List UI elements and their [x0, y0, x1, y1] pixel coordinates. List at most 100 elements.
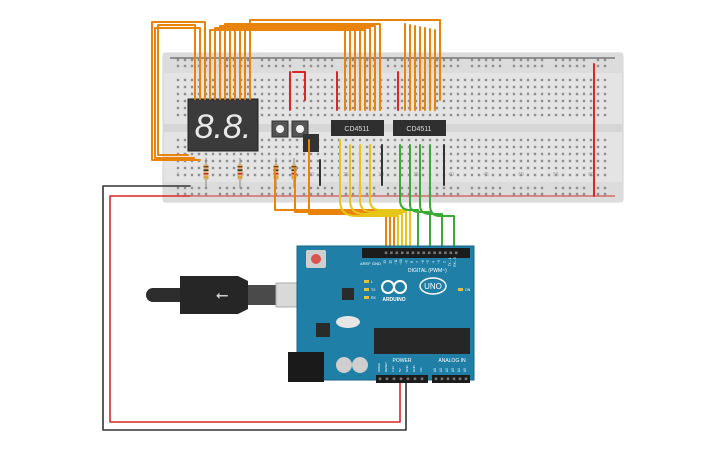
resistor — [203, 158, 209, 188]
green-wire-2 — [409, 144, 431, 251]
column-label: 40 — [448, 172, 454, 178]
analog-label: ANALOG IN — [438, 358, 466, 364]
power-label: POWER — [393, 358, 412, 364]
orange-top-wire — [244, 23, 381, 111]
digital-header — [362, 248, 470, 258]
usb-cable: ⭠ — [146, 276, 309, 314]
power-pin-label: GND — [405, 365, 409, 373]
led-label: RX — [371, 296, 377, 300]
column-label: 35 — [413, 172, 419, 178]
usb-chip — [342, 288, 354, 300]
orange-top-wire — [234, 27, 371, 111]
orange-wire-bridge — [249, 19, 441, 101]
power-jack — [288, 352, 324, 382]
digital-pin-label: ~5 — [426, 260, 430, 264]
yellow-wire-3 — [359, 144, 407, 251]
aref-label: AREF — [360, 261, 371, 266]
column-label: 60 — [588, 172, 594, 178]
column-label: 1 — [177, 172, 180, 178]
green-wire-3 — [419, 144, 443, 251]
status-leds: L TX RX ON — [364, 280, 471, 300]
orange-wire-loop-1 — [157, 24, 196, 156]
resistor — [237, 158, 243, 188]
atmega-chip — [374, 328, 470, 354]
orange-top-wire — [239, 25, 376, 111]
column-label: 50 — [518, 172, 524, 178]
power-pin-label: Vin — [419, 367, 423, 372]
digital-pin-label: 13 — [383, 260, 387, 264]
analog-pin-label: A5 — [463, 368, 467, 372]
led-label: ON — [465, 288, 471, 292]
digital-pin-label: ~11 — [394, 259, 398, 264]
orange-wire-loop-3 — [151, 21, 206, 161]
orange-wire-to-arduino-1 — [274, 167, 387, 251]
small-component — [303, 134, 319, 152]
analog-pin-label: A0 — [433, 368, 437, 372]
capacitor-1 — [336, 357, 352, 373]
green-wire-4 — [429, 144, 455, 251]
digital-label: DIGITAL (PWM~) — [408, 268, 447, 274]
seven-segment-display: 8.8. — [187, 98, 259, 152]
orange-top-wires — [209, 23, 436, 111]
power-pin-label: 3.3V — [391, 366, 395, 372]
yellow-wire-1 — [339, 139, 399, 251]
digital-pin-label: 4 — [432, 261, 436, 263]
chip-label-1: CD4511 — [344, 126, 369, 133]
brand-label: ARDUINO — [382, 297, 405, 303]
digital-pin-label: 2 — [442, 261, 446, 263]
gnd-label: GND — [372, 261, 381, 266]
digital-pin-label: ~9 — [405, 260, 409, 264]
yellow-wire-4 — [369, 144, 411, 251]
power-pin-label: GND — [412, 365, 416, 373]
crystal — [336, 316, 360, 328]
power-pin-label: IOREF — [377, 363, 381, 372]
digital-pin-label: RX←0 — [453, 257, 457, 267]
digital-pin-label: 8 — [410, 261, 414, 263]
chip-cd4511-2: CD4511 — [393, 120, 446, 136]
orange-wire-to-arduino-2 — [294, 167, 391, 251]
column-label: 45 — [483, 172, 489, 178]
bottom-power-rail — [163, 182, 623, 202]
orange-top-wire — [229, 29, 366, 111]
digital-pin-label: 7 — [415, 261, 419, 263]
digital-pin-label: ~6 — [421, 260, 425, 264]
power-pin-label: RESET — [384, 362, 388, 372]
pushbutton-1 — [271, 120, 289, 138]
red-power-wire — [109, 195, 401, 423]
capacitor-2 — [352, 357, 368, 373]
yellow-wire-2 — [349, 144, 403, 251]
digital-pin-label: 12 — [388, 260, 392, 264]
digital-pin-label: TX→1 — [448, 257, 452, 266]
led-label: L — [371, 280, 373, 284]
usb-symbol-icon: ⭠ — [216, 287, 229, 304]
green-wire-1 — [399, 144, 419, 251]
pushbutton-2 — [291, 120, 309, 138]
analog-pin-label: A4 — [457, 368, 461, 372]
wires — [102, 19, 595, 431]
digital-pin-label: ~10 — [399, 259, 403, 265]
model-label: UNO — [424, 282, 442, 291]
chip-label-2: CD4511 — [406, 126, 431, 133]
analog-pin-label: A1 — [439, 368, 443, 372]
red-wire-button-2 — [292, 71, 306, 101]
analog-pin-label: A3 — [451, 368, 455, 372]
black-ground-wire — [102, 185, 407, 431]
analog-pin-label: A2 — [445, 368, 449, 372]
chip-cd4511-1: CD4511 — [331, 120, 384, 136]
column-label: 55 — [553, 172, 559, 178]
column-label: 20 — [308, 172, 314, 178]
led-label: TX — [371, 288, 376, 292]
analog-header — [432, 375, 470, 383]
digital-pin-label: ~3 — [437, 260, 441, 264]
orange-wire-to-arduino-3 — [308, 139, 395, 251]
column-label: 25 — [343, 172, 349, 178]
arduino-logo: ARDUINO UNO — [381, 277, 447, 303]
orange-wire-loop-2 — [154, 27, 201, 159]
top-power-rail — [163, 53, 623, 73]
power-pin-label: 5V — [398, 368, 402, 372]
